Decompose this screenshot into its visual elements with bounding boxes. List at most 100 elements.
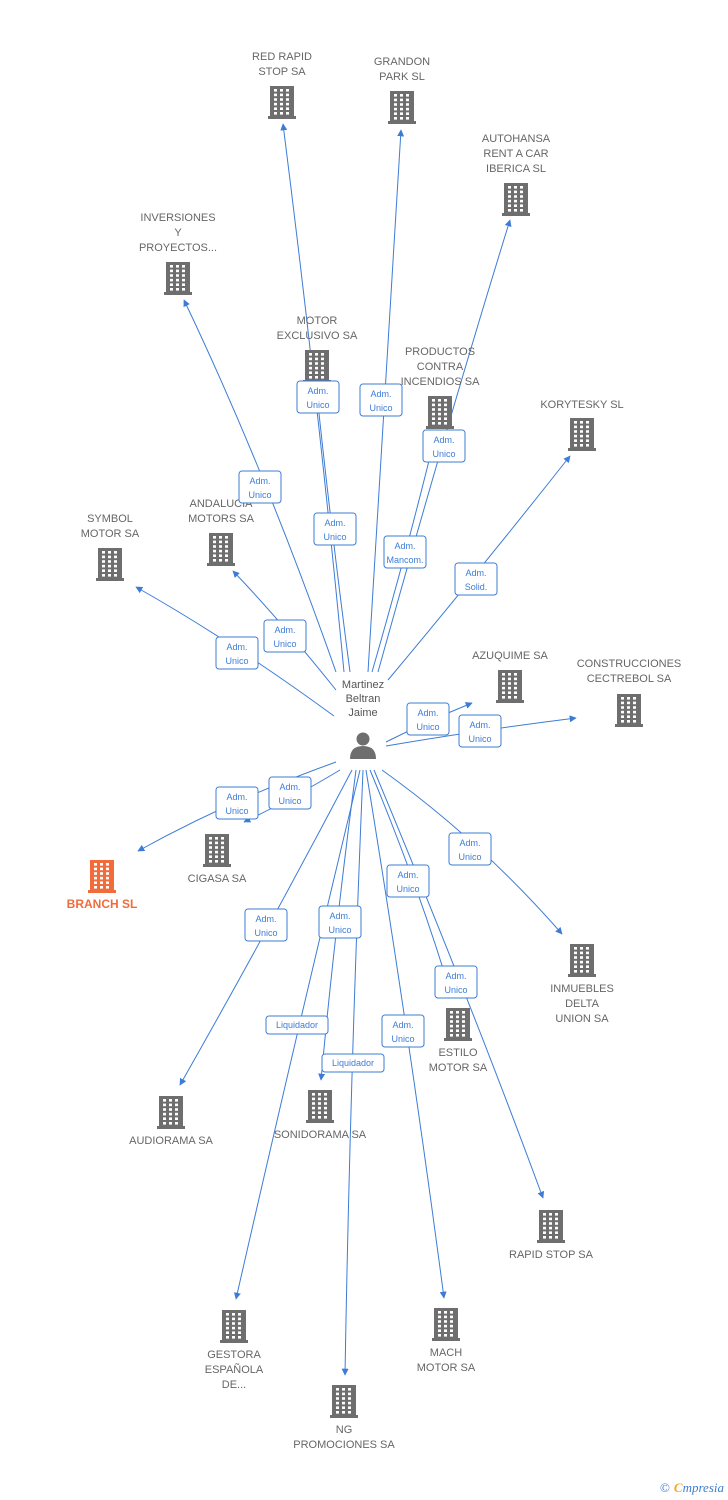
edge-label-box: [406, 702, 450, 736]
building-icon: [432, 1308, 460, 1341]
building-icon: [164, 262, 192, 295]
company-name: UNION SA: [555, 1013, 609, 1025]
company-node-rapid-stop[interactable]: RAPID STOP SA: [509, 1210, 594, 1261]
company-name: AUDIORAMA SA: [129, 1135, 213, 1147]
building-icon: [96, 548, 124, 581]
building-icon: [444, 1008, 472, 1041]
edge-label-text: Unico: [432, 449, 455, 459]
edge-label-inversiones[interactable]: Adm.Unico: [238, 470, 282, 504]
company-node-azuquime[interactable]: AZUQUIME SA: [472, 650, 549, 703]
edge-label-sonidorama[interactable]: Adm.Unico: [318, 905, 362, 939]
edge-label-symbol[interactable]: Adm. Unico: [215, 636, 259, 670]
edge-label-box: [359, 383, 403, 417]
building-icon: [157, 1096, 185, 1129]
edge-label-text: Unico: [254, 928, 277, 938]
edge-label-korytesky[interactable]: Adm.Solid.: [454, 562, 498, 596]
building-icon: [568, 418, 596, 451]
company-node-korytesky[interactable]: KORYTESKY SL: [540, 399, 624, 451]
edge-label-box: [215, 636, 259, 670]
edge-label-andalucia[interactable]: Adm.Unico: [263, 619, 307, 653]
edge-label-box: [268, 776, 312, 810]
edge-label-azuquime[interactable]: Adm.Unico: [406, 702, 450, 736]
edge-label-red-rapid[interactable]: Adm. Unico: [296, 380, 340, 414]
company-name: PARK SL: [379, 71, 425, 83]
edge-label-text: Adm.: [307, 386, 328, 396]
company-name: CONTRA: [417, 361, 464, 373]
edge-label-box: [296, 380, 340, 414]
company-name: GRANDON: [374, 56, 430, 68]
edge-arrow-ng: [341, 769, 364, 1376]
company-node-branch[interactable]: BRANCH SL: [67, 860, 138, 911]
edge-label-text: Adm.: [465, 568, 486, 578]
edge-label-text: Unico: [225, 656, 248, 666]
building-icon: [537, 1210, 565, 1243]
edge-label-text: Unico: [369, 403, 392, 413]
edge-label-autohansa[interactable]: Adm.Unico: [422, 429, 466, 463]
company-node-sonidorama[interactable]: SONIDORAMA SA: [274, 1090, 367, 1141]
edge-label-box: [454, 562, 498, 596]
building-icon: [268, 86, 296, 119]
edge-label-inmuebles[interactable]: Adm.Unico: [448, 832, 492, 866]
company-node-audiorama[interactable]: AUDIORAMA SA: [129, 1096, 214, 1147]
building-icon: [568, 944, 596, 977]
building-icon: [88, 860, 116, 893]
company-name: MACH: [430, 1347, 462, 1359]
company-name: Y: [174, 227, 182, 239]
company-name: INMUEBLES: [550, 983, 614, 995]
edge-label-box: [313, 512, 357, 546]
edge-label-productos[interactable]: Adm.Mancom.: [383, 535, 427, 569]
edge-label-branch[interactable]: Adm.Unico: [215, 786, 259, 820]
edge-label-text: Adm.: [249, 476, 270, 486]
edge-labels-layer: Adm.UnicoAdm.UnicoAdm.UnicoAdm.UnicoAdm.…: [215, 380, 502, 1073]
edge-label-audiorama[interactable]: Adm. Unico: [244, 908, 288, 942]
edge-label-text: Unico: [306, 400, 329, 410]
company-node-cigasa[interactable]: CIGASA SA: [188, 834, 247, 885]
edge-label-box: [265, 1015, 329, 1035]
company-name: EXCLUSIVO SA: [277, 330, 358, 342]
edge-label-text: Adm.: [329, 911, 350, 921]
edge-label-cigasa[interactable]: Adm.Unico: [268, 776, 312, 810]
company-name: IBERICA SL: [486, 163, 546, 175]
edge-label-ng[interactable]: Liquidador: [321, 1053, 385, 1073]
brand-logo-letter: C: [673, 1480, 683, 1495]
edge-label-construcciones[interactable]: Adm.Unico: [458, 714, 502, 748]
edge-label-text: Unico: [225, 806, 248, 816]
company-node-grandon[interactable]: GRANDON PARK SL: [374, 56, 430, 124]
edge-label-estilo[interactable]: Adm.Unico: [386, 864, 430, 898]
edge-label-grandon[interactable]: Adm.Unico: [359, 383, 403, 417]
edge-label-rapid-stop[interactable]: Adm.Unico: [434, 965, 478, 999]
building-icon: [207, 533, 235, 566]
edge-label-box: [383, 535, 427, 569]
edge-label-motor-exclusivo[interactable]: Adm.Unico: [313, 512, 357, 546]
edge-label-box: [321, 1053, 385, 1073]
building-icon: [615, 694, 643, 727]
edge-label-text: Adm.: [255, 914, 276, 924]
company-node-gestora[interactable]: GESTORAESPAÑOLADE...: [205, 1310, 264, 1391]
edge-label-box: [238, 470, 282, 504]
edge-label-gestora[interactable]: Liquidador: [265, 1015, 329, 1035]
company-node-inversiones[interactable]: INVERSIONESYPROYECTOS...: [139, 212, 217, 295]
edge-label-text: Adm.: [226, 642, 247, 652]
person-name: Martinez: [342, 679, 384, 691]
edge-label-text: Adm.: [394, 541, 415, 551]
edge-label-text: Unico: [273, 639, 296, 649]
edge-label-text: Adm.: [459, 838, 480, 848]
edge-label-text: Adm.: [324, 518, 345, 528]
edge-label-text: Adm.: [445, 971, 466, 981]
edge-label-mach[interactable]: Adm.Unico: [381, 1014, 425, 1048]
company-name: RENT A CAR: [483, 148, 548, 160]
